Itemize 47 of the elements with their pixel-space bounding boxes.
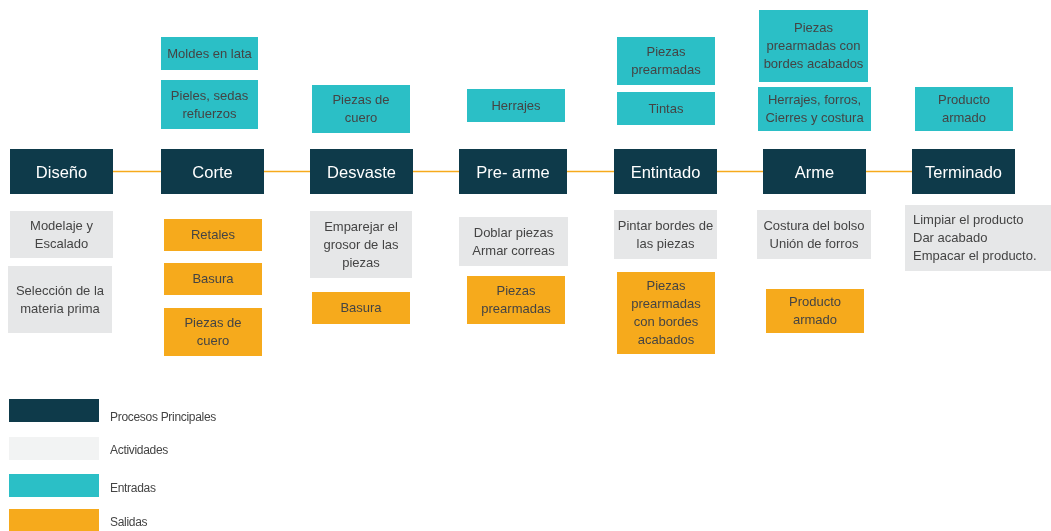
output-box: Producto armado (766, 289, 864, 333)
input-box: Tintas (617, 92, 715, 125)
output-box: Basura (312, 292, 410, 324)
legend-label: Procesos Principales (110, 410, 217, 424)
output-box: Piezas prearmadas (467, 276, 565, 324)
connector-line (112, 170, 162, 173)
activity-text: Armar correas (472, 241, 555, 260)
input-box: Pieles, sedas refuerzos (161, 80, 258, 129)
connector-line (412, 170, 460, 173)
activity-box: Selección de la materia prima (8, 266, 112, 333)
output-box: Piezas de cuero (164, 308, 262, 356)
activity-box (757, 210, 871, 259)
activity-text: Doblar piezas (473, 223, 554, 242)
input-box: Herrajes (467, 89, 565, 122)
input-box: Piezas prearmadas (617, 37, 715, 85)
activity-text: Empacar el producto. (913, 247, 1037, 265)
input-box: Piezas de cuero (312, 85, 410, 133)
process-box: Terminado (912, 149, 1015, 194)
input-box: Herrajes, forros, Cierres y costura (758, 87, 871, 131)
activity-text: Unión de forros (769, 234, 859, 253)
input-box: Moldes en lata (161, 37, 258, 70)
input-box: Producto armado (915, 87, 1013, 131)
activity-text: Costura del bolso (763, 216, 865, 235)
activity-text: Limpiar el producto (913, 211, 1024, 229)
output-box: Retales (164, 219, 262, 251)
output-box: Piezas prearmadas con bordes acabados (617, 272, 715, 354)
connector-line (566, 170, 615, 173)
connector-line (716, 170, 764, 173)
process-box: Desvaste (310, 149, 413, 194)
activity-box: Pintar bordes de las piezas (614, 210, 717, 259)
process-box: Corte (161, 149, 264, 194)
activity-box: Emparejar el grosor de las piezas (310, 211, 412, 278)
legend-label: Entradas (110, 481, 156, 495)
process-box: Arme (763, 149, 866, 194)
legend-label: Salidas (110, 515, 148, 529)
process-box: Entintado (614, 149, 717, 194)
activity-box (905, 205, 1051, 271)
activity-box (459, 217, 568, 266)
activity-box: Modelaje y Escalado (10, 211, 113, 258)
connector-line (865, 170, 913, 173)
process-box: Pre- arme (459, 149, 567, 194)
input-box: Piezas prearmadas con bordes acabados (759, 10, 868, 82)
connector-line (263, 170, 311, 173)
legend-label: Actividades (110, 443, 169, 457)
activity-text: Dar acabado (913, 229, 988, 247)
output-box: Basura (164, 263, 262, 295)
process-box: Diseño (10, 149, 113, 194)
